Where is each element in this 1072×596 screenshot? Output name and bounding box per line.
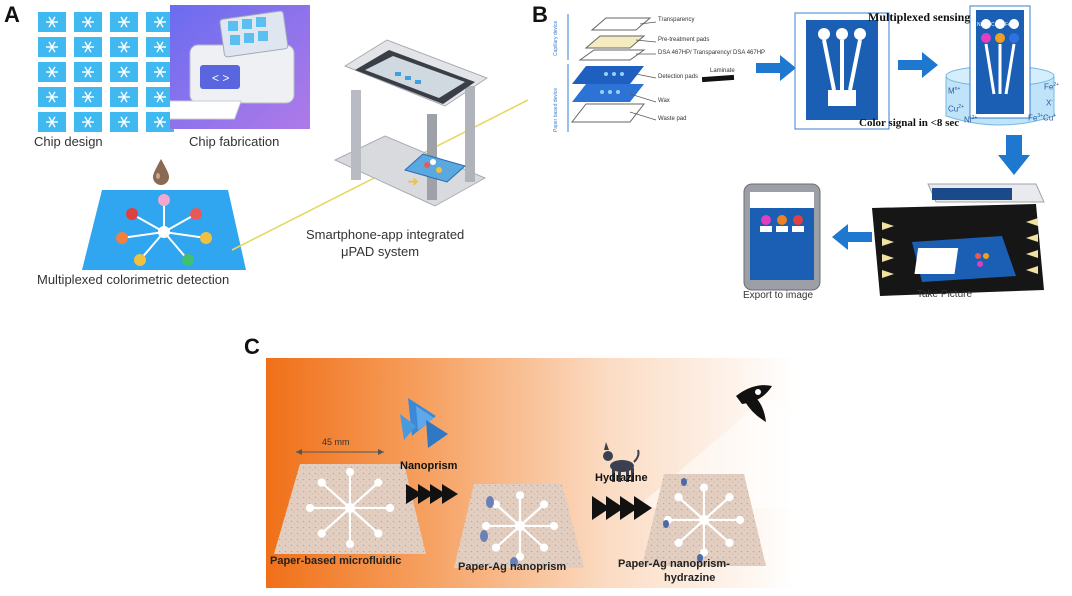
paper-microfluidic-label: Paper-based microfluidic (270, 555, 402, 567)
arrow-down-icon (998, 135, 1030, 175)
chip-label-ni: Ni (977, 22, 982, 28)
arrow-right-icon (756, 55, 796, 81)
panel-a: < > Chip design Chip fabrication Multipl… (0, 0, 530, 300)
laminate-label: Laminate (710, 68, 735, 74)
pretreatment-label: Pre-treatment pads (658, 37, 710, 43)
ion-fe3: Fe3+Cu+ (1028, 113, 1057, 123)
detection-pads-label: Detection pads (658, 74, 699, 80)
panel-b: Capillary device Paper based device Tran… (550, 0, 1072, 301)
paper-ag-hydrazine-line1: Paper-Ag nanoprism- (618, 558, 730, 570)
chip-design-label: Chip design (34, 134, 103, 149)
chip-design-grid (38, 12, 174, 132)
chip-label-cu: Cu (991, 22, 998, 28)
svg-text:➜: ➜ (407, 173, 419, 189)
panel-a-letter: A (4, 2, 20, 27)
nanoprism-icon (400, 398, 448, 448)
multiplexed-sensing-label: Multiplexed sensing (868, 10, 971, 24)
hydrazine-label: Hydrazine (595, 472, 648, 484)
transparency-label: Transparency (658, 17, 695, 23)
ion-fe2: Fe2+ (1044, 82, 1060, 92)
printer-icon: < > (170, 5, 310, 129)
panel-b-letter: B (532, 2, 548, 27)
dsa-layer-label: DSA 467HP/ Transparency/ DSA 467HP (658, 50, 766, 56)
svg-text:< >: < > (212, 71, 229, 85)
multiplexed-detection-label: Multiplexed colorimetric detection (37, 272, 230, 287)
panel-c: 45 mm Nanoprism Hydrazine Paper-based mi… (266, 358, 796, 588)
arrow-right-icon (898, 52, 938, 78)
multiplexed-detection-chip (82, 190, 246, 270)
ion-x: X- (1046, 98, 1054, 108)
chip-fabrication-label: Chip fabrication (189, 134, 280, 149)
panel-c-scene (266, 358, 796, 588)
sensing-beaker (945, 5, 1055, 126)
capillary-device-label: Capillary device (553, 20, 559, 56)
ion-ni: Ni2+ (964, 115, 978, 125)
layer-stack (567, 14, 735, 132)
paper-based-device-label: Paper based device (553, 87, 559, 132)
chip-label-fe: Fe (1005, 22, 1011, 28)
tablet-icon (743, 183, 821, 291)
imaging-box-icon (872, 183, 1045, 296)
nanoprism-label: Nanoprism (400, 460, 458, 472)
panel-c-letter: C (244, 334, 260, 359)
color-signal-label: Color signal in <8 sec (859, 117, 960, 129)
arrow-left-icon (832, 224, 872, 250)
paper-ag-hydrazine-line2: hydrazine (664, 572, 716, 584)
smartphone-label-line2: μPAD system (341, 244, 420, 259)
ion-m: Mn+ (948, 86, 961, 96)
ion-cu2: Cu2+ (948, 104, 964, 114)
paper-ag-label: Paper-Ag nanoprism (458, 561, 567, 573)
dog-icon (603, 442, 640, 482)
dimension-label: 45 mm (322, 437, 350, 447)
drop-icon (153, 159, 169, 185)
eye-icon (736, 385, 772, 422)
smartphone-reader-rig: ➜ (333, 39, 489, 207)
blue-chip-device (794, 12, 890, 130)
waste-pad-label: Waste pad (658, 116, 687, 122)
smartphone-label-line1: Smartphone-app integrated (306, 227, 465, 242)
export-image-label: Export to image (743, 290, 814, 301)
take-picture-label: Take Picture (917, 289, 973, 300)
wax-label: Wax (658, 98, 670, 104)
